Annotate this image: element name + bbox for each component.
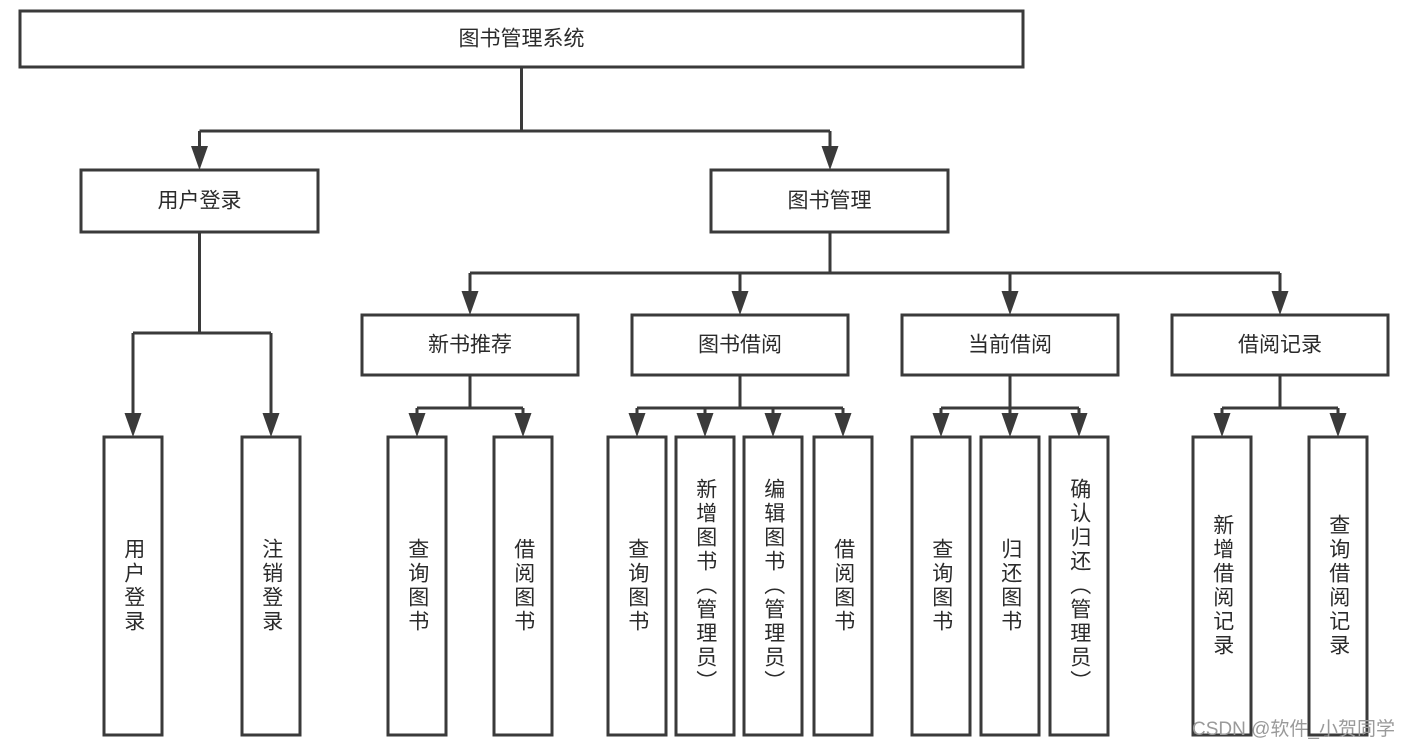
leaf-edit-book-box[interactable] [742, 435, 804, 737]
node-book-borrow-label: 图书借阅 [698, 334, 782, 357]
node-current-borrow-label: 当前借阅 [968, 334, 1052, 357]
leaf-logout-box[interactable] [240, 435, 302, 737]
leaf-edit-book-label: 编辑图书（管理员） [761, 478, 785, 694]
leaf-return-book[interactable]: 归还图书 [979, 435, 1041, 737]
node-book-borrow-box[interactable] [630, 313, 850, 377]
arrow-head-icon [731, 291, 749, 315]
node-root-box[interactable] [18, 9, 1025, 69]
leaf-borrow-book-1[interactable]: 借阅图书 [492, 435, 554, 737]
leaf-add-book[interactable]: 新增图书（管理员） [674, 435, 736, 737]
leaf-query-book-1-label: 查询图书 [405, 538, 429, 634]
node-root[interactable]: 图书管理系统 [18, 9, 1025, 69]
node-user-login[interactable]: 用户登录 [79, 168, 320, 234]
node-borrow-record-label: 借阅记录 [1238, 334, 1322, 357]
leaf-query-book-3[interactable]: 查询图书 [910, 435, 972, 737]
node-book-manage-label: 图书管理 [788, 190, 872, 213]
arrow-head-icon [1070, 413, 1088, 437]
arrow-head-icon [821, 146, 839, 170]
arrow-head-icon [514, 413, 532, 437]
arrow-head-icon [262, 413, 280, 437]
node-borrow-record[interactable]: 借阅记录 [1170, 313, 1390, 377]
leaf-query-record-box[interactable] [1307, 435, 1369, 737]
arrow-head-icon [628, 413, 646, 437]
leaf-confirm-return-box[interactable] [1048, 435, 1110, 737]
arrow-head-icon [191, 146, 208, 170]
leaf-add-book-label: 新增图书（管理员） [693, 478, 717, 694]
arrow-head-icon [1329, 413, 1347, 437]
leaf-query-book-3-label: 查询图书 [929, 538, 953, 634]
leaf-query-book-2[interactable]: 查询图书 [606, 435, 668, 737]
leaf-confirm-return-label: 确认归还（管理员） [1067, 478, 1091, 694]
leaf-query-book-2-label: 查询图书 [625, 538, 649, 634]
node-current-borrow[interactable]: 当前借阅 [900, 313, 1120, 377]
leaf-add-record-label: 新增借阅记录 [1210, 514, 1234, 658]
arrow-head-icon [1271, 291, 1289, 315]
leaf-return-book-box[interactable] [979, 435, 1041, 737]
node-book-manage-box[interactable] [709, 168, 950, 234]
arrow-head-icon [1213, 413, 1231, 437]
arrow-head-icon [932, 413, 950, 437]
leaf-user-login-label: 用户登录 [121, 538, 145, 634]
leaf-logout-label: 注销登录 [259, 538, 283, 634]
arrow-head-icon [408, 413, 426, 437]
leaf-confirm-return[interactable]: 确认归还（管理员） [1048, 435, 1110, 737]
leaf-add-book-box[interactable] [674, 435, 736, 737]
leaf-query-book-1-box[interactable] [386, 435, 448, 737]
node-user-login-box[interactable] [79, 168, 320, 234]
node-root-label: 图书管理系统 [459, 28, 585, 51]
arrow-head-icon [696, 413, 714, 437]
arrow-head-icon [124, 413, 142, 437]
node-new-book-rec[interactable]: 新书推荐 [360, 313, 580, 377]
leaf-user-login-box[interactable] [102, 435, 164, 737]
arrow-head-icon [461, 291, 479, 315]
leaf-borrow-book-2-box[interactable] [812, 435, 874, 737]
leaf-logout[interactable]: 注销登录 [240, 435, 302, 737]
node-borrow-record-box[interactable] [1170, 313, 1390, 377]
leaf-query-book-3-box[interactable] [910, 435, 972, 737]
node-current-borrow-box[interactable] [900, 313, 1120, 377]
leaf-query-book-1[interactable]: 查询图书 [386, 435, 448, 737]
node-user-login-label: 用户登录 [158, 190, 242, 213]
leaf-borrow-book-2[interactable]: 借阅图书 [812, 435, 874, 737]
leaf-query-book-2-box[interactable] [606, 435, 668, 737]
arrow-head-icon [1001, 291, 1019, 315]
leaf-edit-book[interactable]: 编辑图书（管理员） [742, 435, 804, 737]
arrow-head-icon [764, 413, 782, 437]
leaf-query-record-label: 查询借阅记录 [1326, 514, 1350, 658]
leaf-borrow-book-1-label: 借阅图书 [511, 538, 535, 634]
leaf-add-record[interactable]: 新增借阅记录 [1191, 435, 1253, 737]
node-new-book-rec-box[interactable] [360, 313, 580, 377]
leaf-add-record-box[interactable] [1191, 435, 1253, 737]
leaf-borrow-book-1-box[interactable] [492, 435, 554, 737]
node-new-book-rec-label: 新书推荐 [428, 334, 512, 357]
arrow-head-icon [1001, 413, 1019, 437]
leaf-user-login[interactable]: 用户登录 [102, 435, 164, 737]
leaf-return-book-label: 归还图书 [998, 538, 1022, 634]
node-book-manage[interactable]: 图书管理 [709, 168, 950, 234]
leaf-borrow-book-2-label: 借阅图书 [831, 538, 855, 634]
leaf-query-record[interactable]: 查询借阅记录 [1307, 435, 1369, 737]
node-book-borrow[interactable]: 图书借阅 [630, 313, 850, 377]
connector-layer [124, 67, 1347, 437]
arrow-head-icon [834, 413, 852, 437]
